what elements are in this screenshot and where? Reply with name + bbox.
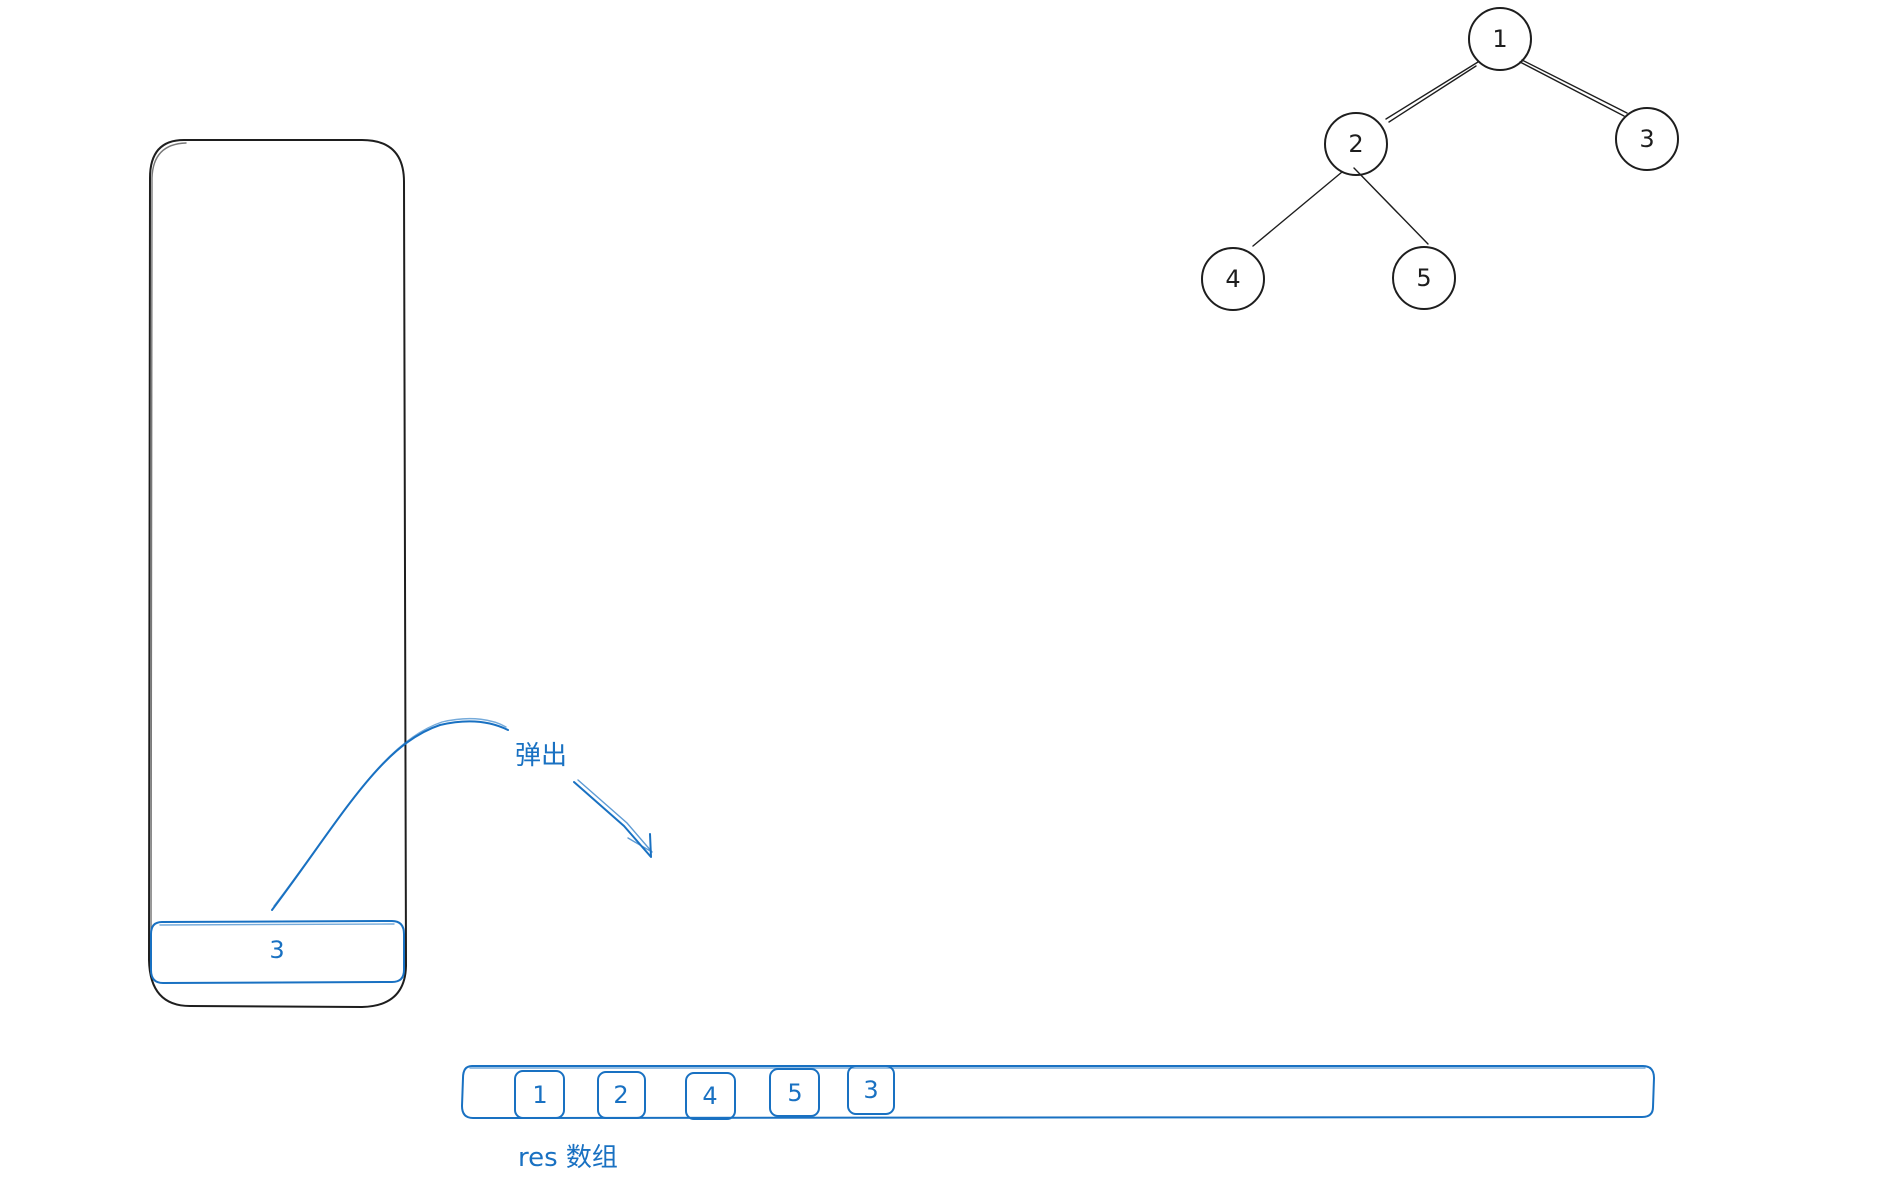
tree-node-label: 3: [1639, 125, 1654, 153]
res-item: 3: [847, 1065, 895, 1115]
tree-node-label: 1: [1492, 25, 1507, 53]
tree-node: 2: [1324, 112, 1388, 176]
stack-item-label: 3: [269, 936, 284, 964]
tree-node-label: 5: [1416, 264, 1431, 292]
stack-item: 3: [150, 920, 405, 984]
tree-node: 1: [1468, 7, 1532, 71]
tree-node: 4: [1201, 247, 1265, 311]
pop-arrow: [271, 717, 653, 911]
res-item: 4: [685, 1072, 736, 1120]
pop-label: 弹出: [515, 741, 567, 771]
tree-node: 3: [1615, 107, 1679, 171]
res-item-label: 1: [532, 1081, 547, 1109]
tree-node-label: 4: [1225, 265, 1240, 293]
res-item: 1: [514, 1070, 565, 1119]
tree-edges: [1252, 59, 1628, 247]
res-item-label: 4: [702, 1082, 717, 1110]
res-array: [461, 1065, 1655, 1119]
res-item-label: 3: [863, 1076, 878, 1104]
stack-container: [148, 139, 407, 1008]
res-item: 5: [769, 1068, 820, 1117]
res-item-label: 5: [787, 1079, 802, 1107]
tree-node: 5: [1392, 246, 1456, 310]
res-label: res 数组: [518, 1143, 618, 1173]
res-item-label: 2: [613, 1081, 628, 1109]
tree-node-label: 2: [1348, 130, 1363, 158]
res-item: 2: [597, 1071, 646, 1119]
